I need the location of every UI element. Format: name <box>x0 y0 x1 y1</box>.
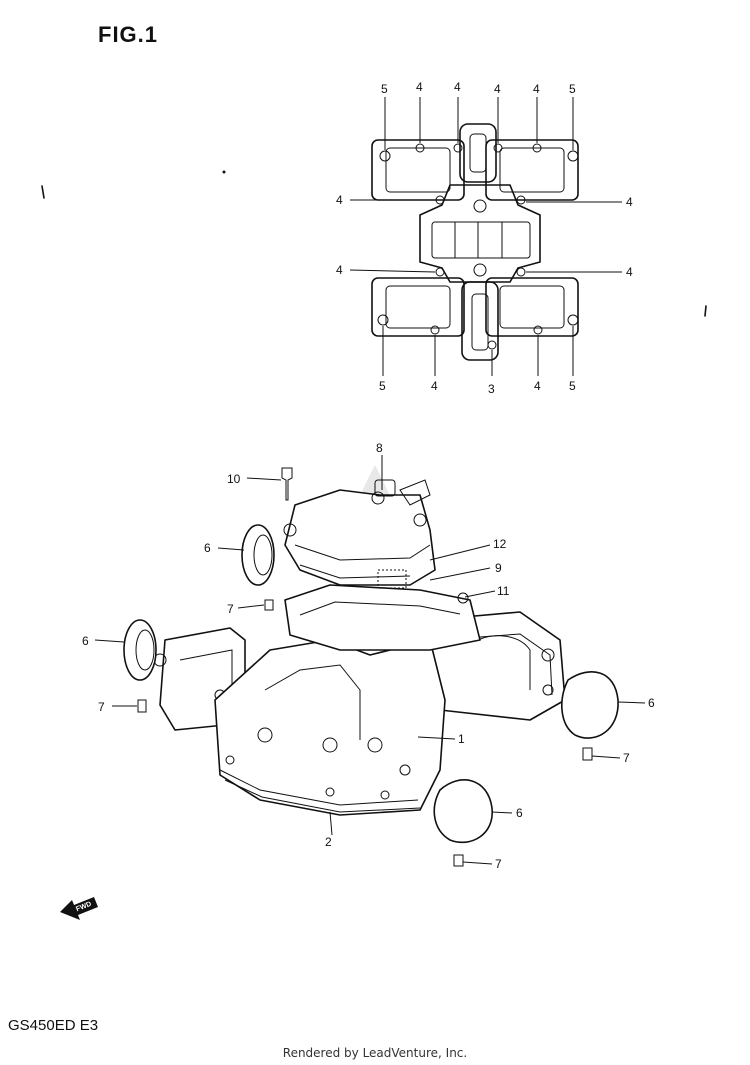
callout-top-1: 5 <box>381 82 388 96</box>
callout-part-10: 10 <box>227 472 241 486</box>
callout-part-1: 1 <box>458 732 465 746</box>
callout-bottom-4: 4 <box>534 379 541 393</box>
callout-top-2: 4 <box>416 80 423 94</box>
callout-left-upper: 4 <box>336 193 343 207</box>
callout-top-4: 4 <box>494 82 501 96</box>
callout-part-11: 11 <box>497 584 510 598</box>
callout-right-upper: 4 <box>626 195 633 209</box>
assembly-callout-leaders <box>94 455 646 865</box>
cover-assembly <box>123 467 619 867</box>
callout-part-6c: 6 <box>648 696 655 710</box>
gasket-callout-labels: 5 4 4 4 4 5 4 4 4 4 5 4 3 4 5 <box>336 80 633 396</box>
callout-part-2: 2 <box>325 835 332 849</box>
callout-part-12: 12 <box>493 537 507 551</box>
callout-bottom-1: 5 <box>379 379 386 393</box>
gasket-callout-leaders <box>349 97 622 376</box>
callout-right-lower: 4 <box>626 265 633 279</box>
callout-part-6d: 6 <box>516 806 523 820</box>
callout-bottom-2: 4 <box>431 379 438 393</box>
callout-part-7c: 7 <box>623 751 630 765</box>
footer-credit: Rendered by LeadVenture, Inc. <box>282 1046 468 1060</box>
callout-part-9: 9 <box>495 561 502 575</box>
assembly-callout-labels: 8 10 6 12 9 11 7 6 7 1 6 7 6 2 7 <box>82 441 655 871</box>
callout-top-3: 4 <box>454 80 461 94</box>
scan-marks <box>41 170 707 317</box>
callout-part-7b: 7 <box>98 700 105 714</box>
figure-title: FIG.1 <box>98 22 159 47</box>
callout-part-6a: 6 <box>204 541 211 555</box>
callout-top-5: 4 <box>533 82 540 96</box>
callout-bottom-3: 3 <box>488 382 495 396</box>
fwd-arrow-icon: FWD <box>60 897 98 920</box>
callout-part-7d: 7 <box>495 857 502 871</box>
model-code: GS450ED E3 <box>8 1017 99 1034</box>
callout-part-7a: 7 <box>227 602 234 616</box>
callout-bottom-5: 5 <box>569 379 576 393</box>
cover-gasket-layout <box>371 123 579 361</box>
callout-left-lower: 4 <box>336 263 343 277</box>
callout-part-6b: 6 <box>82 634 89 648</box>
callout-part-8: 8 <box>376 441 383 455</box>
callout-top-6: 5 <box>569 82 576 96</box>
